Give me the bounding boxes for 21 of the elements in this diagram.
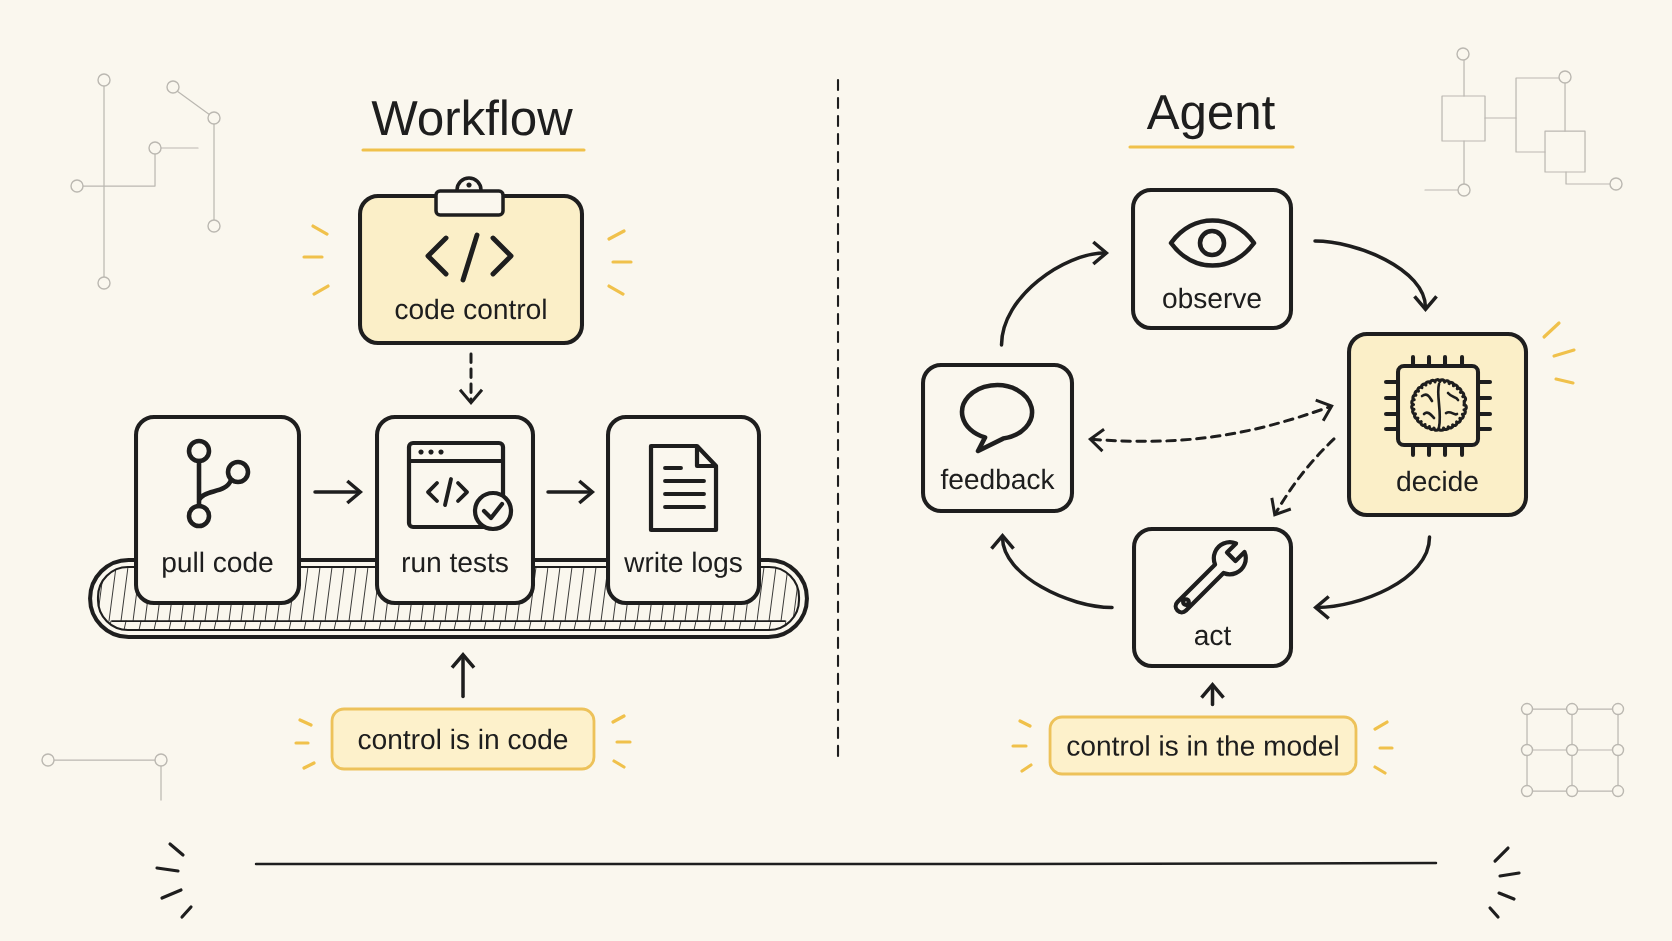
- arrow: [999, 240, 1109, 347]
- process-box: act: [1132, 527, 1293, 668]
- heading: Agent: [1146, 95, 1275, 140]
- arrow: [458, 352, 484, 405]
- process-box: pull code: [134, 415, 301, 605]
- arrow: [1313, 535, 1432, 620]
- process-box: feedback: [921, 363, 1074, 513]
- arrow: [1088, 398, 1334, 453]
- process-box: decide: [1347, 332, 1528, 517]
- process-box: observe: [1131, 188, 1293, 330]
- arrow: [313, 479, 363, 505]
- note-box: control is in the model: [1048, 715, 1358, 776]
- arrow: [546, 479, 595, 505]
- note-box: control is in code: [330, 707, 596, 771]
- heading: Workflow: [371, 99, 573, 136]
- arrow: [450, 652, 476, 699]
- arrow: [1313, 239, 1438, 312]
- process-box: code control: [358, 194, 584, 345]
- arrow: [1270, 437, 1336, 517]
- process-box: write logs: [606, 415, 761, 605]
- arrow: [990, 533, 1114, 610]
